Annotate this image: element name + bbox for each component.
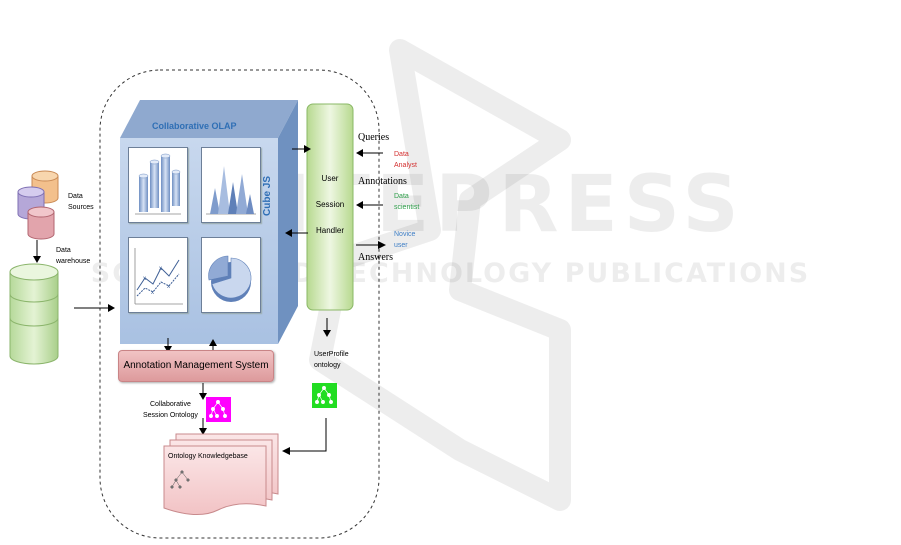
arrow-answers-out <box>356 241 386 249</box>
arrow-ams-to-collab-ontology <box>199 383 207 400</box>
user-novice: Novice user <box>394 230 415 251</box>
userprofile-line-1: UserProfile <box>314 351 349 358</box>
arrow-handler-to-userprofile <box>323 318 331 337</box>
data-warehouse-line-2: warehouse <box>56 257 91 265</box>
arrow-userprofile-to-kb <box>282 418 327 455</box>
data-warehouse-label: Data warehouse <box>56 246 90 267</box>
cone-chart-icon <box>201 147 261 223</box>
bar-chart-3d-icon <box>128 147 188 223</box>
collab-session-ontology-label: Collaborative Session Ontology <box>143 400 198 421</box>
svg-text:x: x <box>159 266 162 272</box>
user-data-analyst-line-1: Data <box>394 151 409 158</box>
collab-ontology-line-2: Session Ontology <box>143 411 198 419</box>
collab-ontology-line-1: Collaborative <box>150 401 191 408</box>
data-warehouse-line-1: Data <box>56 247 71 254</box>
userprofile-ontology-graph-icon <box>312 383 337 408</box>
user-data-analyst: Data Analyst <box>394 150 417 171</box>
session-handler-line-3: Handler <box>315 226 344 235</box>
arrow-olap-to-handler <box>292 145 311 153</box>
ams-label: Annotation Management System <box>123 360 269 371</box>
data-sources-line-1: Data <box>68 193 83 200</box>
session-handler-line-2: Session <box>315 200 345 209</box>
userprofile-line-2: ontology <box>314 361 341 369</box>
system-boundary <box>99 69 380 539</box>
data-sources-line-2: Sources <box>68 203 94 211</box>
collab-ontology-graph-icon <box>206 397 231 422</box>
annotation-management-system: Annotation Management System <box>118 350 274 382</box>
svg-text:x: x <box>167 284 170 290</box>
knowledgebase-label: Ontology Knowledgebase <box>168 453 248 460</box>
annotations-label: Annotations <box>358 176 407 187</box>
arrow-warehouse-to-olap <box>74 304 115 312</box>
user-data-scientist-line-1: Data <box>394 193 409 200</box>
svg-text:x: x <box>143 276 146 282</box>
data-warehouse-icon <box>9 263 59 365</box>
session-handler-line-1: User <box>321 174 339 183</box>
svg-text:x: x <box>151 290 154 296</box>
user-data-scientist-line-2: scientist <box>394 203 420 211</box>
olap-title: Collaborative OLAP <box>152 121 237 131</box>
watermark-logo-graphic <box>309 39 571 511</box>
ontology-knowledgebase <box>163 433 279 515</box>
session-handler-box <box>306 103 354 311</box>
user-novice-line-1: Novice <box>394 231 416 238</box>
cube-js-label: Cube JS <box>262 175 273 216</box>
user-data-analyst-line-2: Analyst <box>394 161 417 169</box>
arrow-handler-to-olap <box>285 229 308 237</box>
arrow-queries-in <box>356 149 383 157</box>
arrow-collab-ontology-to-kb <box>199 418 207 435</box>
arrow-olap-to-ams <box>164 338 172 353</box>
session-handler-label: User Session Handler <box>306 166 354 244</box>
data-sources-icon <box>17 170 59 240</box>
pie-chart-icon <box>201 237 261 313</box>
arrow-annotations-in <box>356 201 383 209</box>
arrow-sources-to-warehouse <box>33 240 41 263</box>
user-data-scientist: Data scientist <box>394 192 419 213</box>
line-chart-icon: x x x x <box>128 237 188 313</box>
answers-label: Answers <box>358 252 393 263</box>
user-novice-line-2: user <box>394 241 408 249</box>
userprofile-ontology-label: UserProfile ontology <box>314 350 349 371</box>
data-sources-label: Data Sources <box>68 192 94 213</box>
queries-label: Queries <box>358 132 390 143</box>
